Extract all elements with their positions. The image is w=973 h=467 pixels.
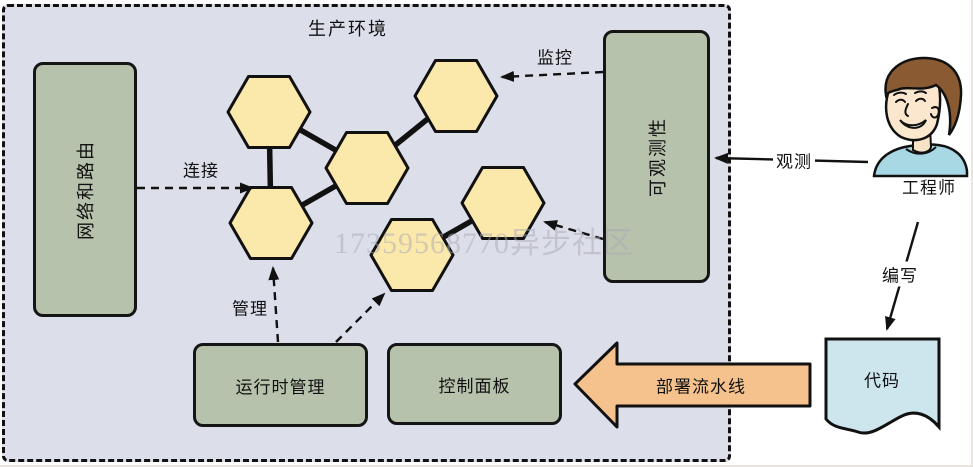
observability-box: 可观测性: [603, 30, 710, 283]
control-panel-box: 控制面板: [387, 343, 562, 425]
solid-arrows: [714, 152, 920, 331]
engineer-hair: [884, 56, 963, 136]
engineer-label: 工程师: [902, 178, 956, 198]
code-label: 代码: [864, 371, 900, 391]
observe-label: 观测: [773, 147, 815, 173]
manage-label: 管理: [232, 299, 268, 319]
engineer-avatar: [872, 56, 969, 178]
observability-label: 可观测性: [647, 116, 668, 197]
connect-label: 连接: [183, 161, 219, 181]
write-label: 编写: [879, 261, 921, 287]
runtime-management-label: 运行时管理: [235, 377, 326, 397]
control-panel-label: 控制面板: [438, 376, 511, 396]
deployment-pipeline-label: 部署流水线: [656, 377, 746, 397]
network-routing-box: 网络和路由: [33, 62, 137, 317]
runtime-management-box: 运行时管理: [193, 343, 368, 427]
engineer-shirt: [872, 143, 969, 178]
engineer-collar: [905, 146, 937, 155]
engineer-face: [884, 77, 942, 142]
production-environment-title: 生产环境: [308, 19, 388, 39]
network-routing-label: 网络和路由: [76, 139, 96, 240]
engineer-features: [893, 90, 940, 119]
engineer-smile: [899, 119, 927, 129]
monitor-label: 监控: [537, 48, 573, 68]
engineer-neck: [912, 124, 933, 154]
